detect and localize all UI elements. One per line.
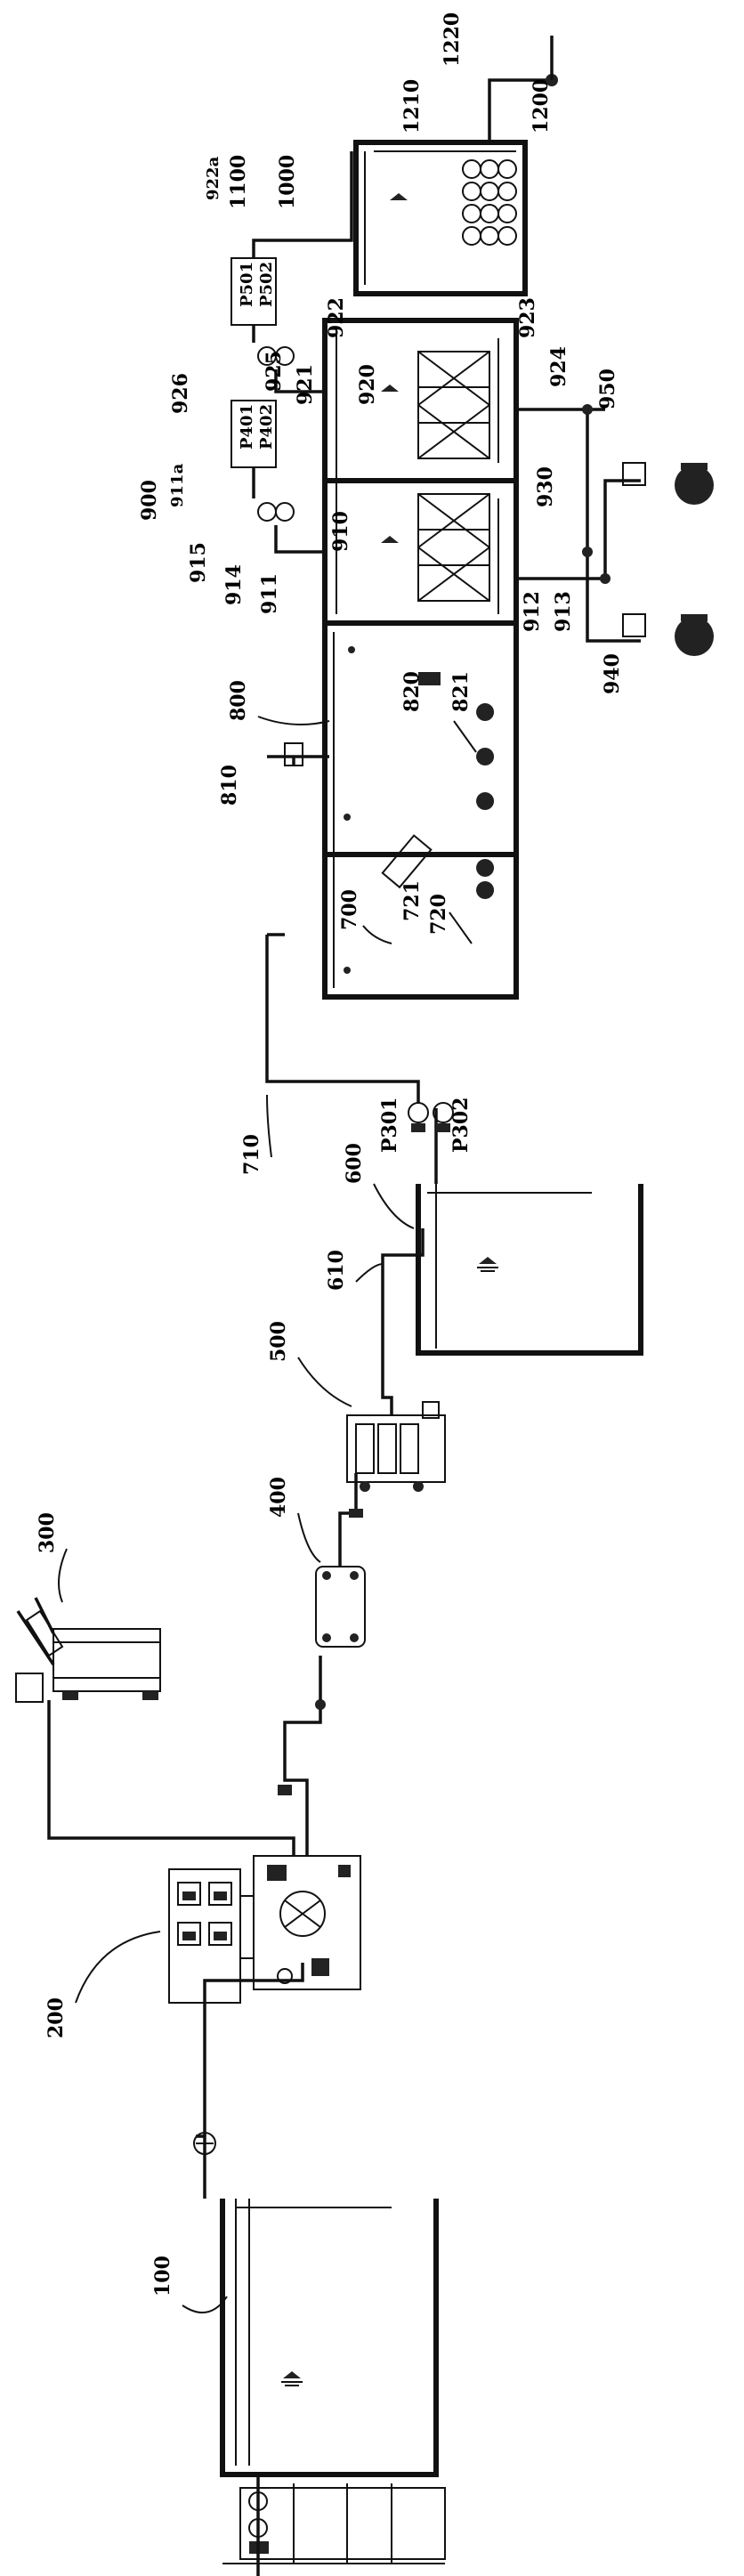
pipe-100-to-200 (193, 1963, 304, 2199)
label-610: 610 (325, 1250, 348, 1291)
label-910: 910 (329, 511, 352, 552)
label-100: 100 (151, 2256, 174, 2297)
label-922a: 922a (204, 156, 222, 200)
label-915: 915 (187, 542, 210, 583)
label-923: 923 (516, 297, 539, 338)
unit-300 (15, 1597, 161, 1703)
label-921: 921 (294, 364, 317, 405)
label-P402: P402 (257, 404, 276, 450)
unit-500 (346, 1335, 446, 1492)
label-911a: 911a (168, 463, 187, 507)
labels: 100 200 300 400 500 600 610 710 P301 P30… (36, 12, 624, 2313)
basin-700-800 (267, 620, 519, 1000)
label-1100: 1100 (227, 155, 250, 209)
label-950: 950 (596, 369, 619, 409)
label-1000: 1000 (276, 155, 299, 209)
unit-400 (315, 1473, 366, 1700)
unit-1000-tank (353, 36, 558, 296)
label-P301: P301 (378, 1098, 401, 1153)
pipe-300-to-200 (47, 1700, 295, 1856)
label-710: 710 (240, 1134, 263, 1175)
label-1210: 1210 (400, 79, 424, 134)
label-200: 200 (44, 1997, 68, 2038)
label-925: 925 (263, 351, 286, 392)
air-supply-930 (516, 404, 714, 656)
label-P501: P501 (238, 262, 256, 307)
label-920: 920 (356, 364, 379, 405)
label-911: 911 (258, 573, 281, 614)
label-600: 600 (343, 1143, 366, 1184)
unit-100-raw-tank (220, 2199, 446, 2576)
label-1200: 1200 (530, 79, 553, 134)
unit-600-tank (381, 1184, 643, 1356)
pumps-P301-P302 (265, 935, 454, 1184)
label-924: 924 (547, 346, 570, 387)
label-900: 900 (138, 480, 161, 521)
label-914: 914 (222, 564, 246, 605)
label-930: 930 (534, 466, 557, 507)
label-1220: 1220 (441, 12, 464, 67)
label-912: 912 (521, 591, 544, 632)
label-940: 940 (601, 653, 624, 694)
unit-900-mbr (322, 318, 519, 623)
label-P401: P401 (238, 404, 256, 450)
label-500: 500 (267, 1321, 290, 1362)
label-721: 721 (400, 880, 424, 921)
label-922: 922 (325, 297, 348, 338)
label-P302: P302 (449, 1098, 473, 1153)
label-P502: P502 (257, 262, 276, 307)
label-810: 810 (218, 765, 241, 806)
label-926: 926 (169, 373, 192, 414)
label-913: 913 (552, 591, 575, 632)
label-720: 720 (427, 894, 450, 935)
label-820: 820 (400, 671, 424, 712)
label-821: 821 (449, 671, 473, 712)
label-400: 400 (267, 1477, 290, 1518)
permeate-pumps (230, 151, 353, 554)
label-300: 300 (36, 1512, 59, 1553)
label-700: 700 (338, 889, 361, 930)
unit-200 (168, 1855, 361, 2004)
label-800: 800 (227, 680, 250, 721)
pipe-200-to-400 (278, 1699, 326, 1856)
